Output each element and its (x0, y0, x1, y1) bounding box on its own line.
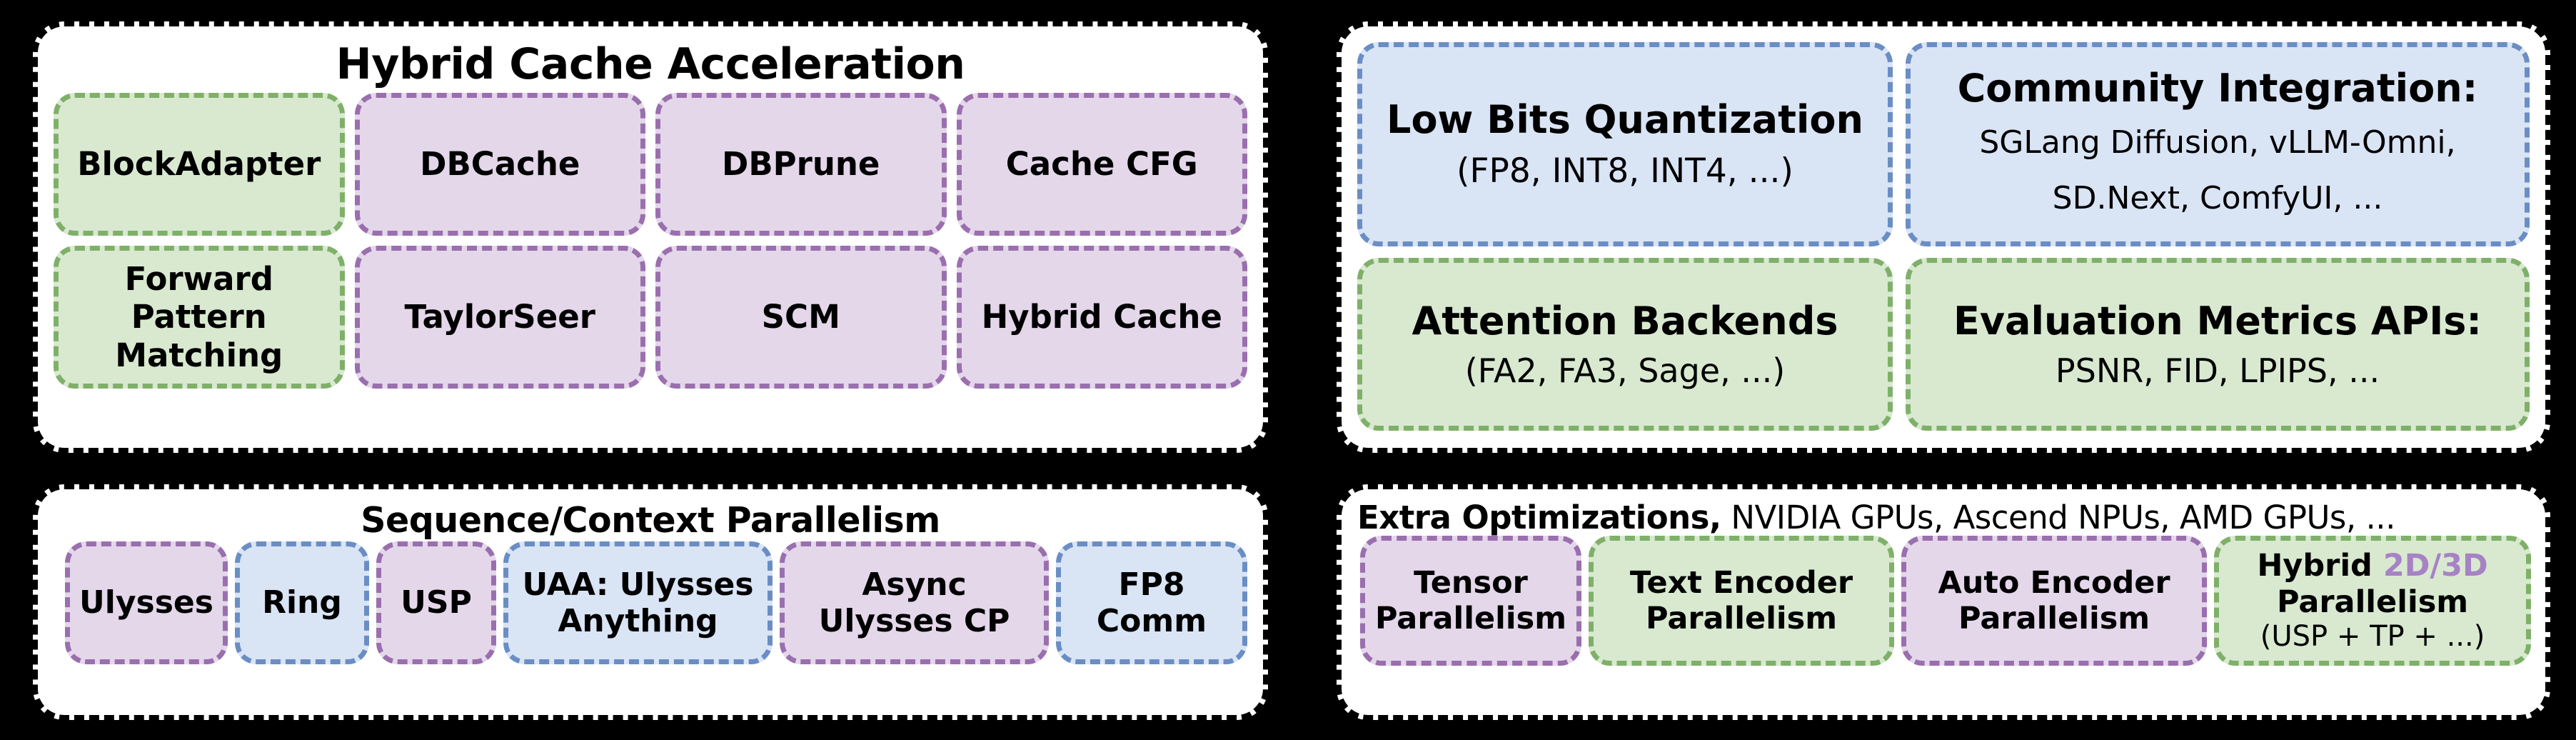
panel-ecosystem: Low Bits Quantization (FP8, INT8, INT4, … (1337, 21, 2550, 453)
chip-scm[interactable]: SCM (655, 246, 947, 389)
chip-subtitle: (FP8, INT8, INT4, ...) (1456, 151, 1793, 191)
cache-row-2: Forward Pattern Matching TaylorSeer SCM … (38, 246, 1263, 389)
chip-dbprune[interactable]: DBPrune (655, 93, 947, 236)
chip-tensor-parallelism[interactable]: Tensor Parallelism (1360, 536, 1581, 666)
chip-auto-encoder-parallelism[interactable]: Auto Encoder Parallelism (1901, 536, 2208, 666)
panel-sequence-context-parallelism: Sequence/Context Parallelism Ulysses Rin… (33, 484, 1268, 720)
chip-subtitle: (FA2, FA3, Sage, ...) (1464, 351, 1786, 390)
chip-label: Ring (262, 584, 342, 621)
panel-title-bold: Extra Optimizations, (1357, 499, 1721, 536)
chip-label: Hybrid Cache (981, 298, 1222, 336)
chip-label-line1: Auto Encoder (1938, 564, 2170, 601)
chip-async-ulysses-cp[interactable]: Async Ulysses CP (780, 541, 1049, 665)
chip-hybrid-2d-3d-parallelism[interactable]: Hybrid 2D/3D Parallelism (USP + TP + ...… (2214, 536, 2532, 666)
chip-label-line1: Forward Pattern (124, 260, 273, 336)
chip-label-line3: (USP + TP + ...) (2260, 620, 2485, 654)
ecosystem-row-2: Attention Backends (FA2, FA3, Sage, ...)… (1357, 257, 2530, 431)
chip-low-bits-quantization[interactable]: Low Bits Quantization (FP8, INT8, INT4, … (1357, 42, 1893, 246)
chip-label-line1: Text Encoder (1629, 564, 1853, 601)
chip-label: DBPrune (722, 145, 880, 184)
ecosystem-row-1: Low Bits Quantization (FP8, INT8, INT4, … (1357, 42, 2530, 246)
chip-label-line2: Parallelism (1958, 601, 2150, 637)
panel-title-light: NVIDIA GPUs, Ascend NPUs, AMD GPUs, ... (1721, 499, 2395, 536)
chip-label-hybrid: Hybrid (2257, 547, 2383, 584)
chip-taylorseer[interactable]: TaylorSeer (354, 246, 645, 389)
chip-ring[interactable]: Ring (235, 541, 369, 665)
chip-subtitle: PSNR, FID, LPIPS, ... (2055, 351, 2380, 390)
chip-label: DBCache (420, 145, 580, 184)
chip-label-line2: Matching (115, 336, 283, 374)
chip-title: Evaluation Metrics APIs: (1953, 298, 2482, 344)
seqpar-row: Ulysses Ring USP UAA: Ulysses Anything A… (38, 541, 1263, 665)
chip-title: Community Integration: (1957, 65, 2478, 111)
chip-community-integration[interactable]: Community Integration: SGLang Diffusion,… (1906, 42, 2530, 246)
chip-label: Cache CFG (1005, 145, 1198, 184)
chip-label: FP8 Comm (1096, 566, 1207, 640)
chip-ulysses[interactable]: Ulysses (65, 541, 228, 665)
chip-uaa-ulysses-anything[interactable]: UAA: Ulysses Anything (503, 541, 773, 665)
chip-block-adapter[interactable]: BlockAdapter (54, 93, 345, 236)
panel-extra-optimizations: Extra Optimizations, NVIDIA GPUs, Ascend… (1337, 484, 2550, 720)
panel-title-sequence-context-parallelism: Sequence/Context Parallelism (361, 500, 940, 541)
extra-row: Tensor Parallelism Text Encoder Parallel… (1342, 536, 2545, 666)
chip-subtitle-line1: SGLang Diffusion, vLLM-Omni, (1979, 124, 2456, 161)
chip-title: Attention Backends (1412, 298, 1838, 344)
chip-label-line2: Parallelism (2276, 584, 2469, 620)
chip-fp8-comm[interactable]: FP8 Comm (1056, 541, 1247, 665)
chip-label-line1: Hybrid 2D/3D (2257, 548, 2487, 584)
chip-label-line1: UAA: Ulysses (522, 566, 754, 603)
chip-usp[interactable]: USP (376, 541, 496, 665)
chip-label-line1: Async (862, 566, 967, 603)
chip-label-line2: Parallelism (1645, 601, 1838, 637)
panel-title-extra-optimizations: Extra Optimizations, NVIDIA GPUs, Ascend… (1342, 501, 2545, 534)
chip-attention-backends[interactable]: Attention Backends (FA2, FA3, Sage, ...) (1357, 257, 1893, 431)
chip-subtitle-line2: SD.Next, ComfyUI, ... (2052, 179, 2383, 216)
chip-cache-cfg[interactable]: Cache CFG (956, 93, 1247, 236)
chip-label-line1: Tensor (1414, 564, 1528, 601)
chip-label: SCM (761, 298, 840, 336)
chip-title: Low Bits Quantization (1387, 97, 1863, 143)
chip-label: Ulysses (79, 584, 213, 621)
chip-hybrid-cache[interactable]: Hybrid Cache (956, 246, 1247, 389)
chip-label-line2: Ulysses CP (818, 603, 1010, 640)
chip-text-encoder-parallelism[interactable]: Text Encoder Parallelism (1589, 536, 1895, 666)
chip-dbcache[interactable]: DBCache (354, 93, 645, 236)
chip-label: BlockAdapter (77, 145, 321, 184)
cache-row-1: BlockAdapter DBCache DBPrune Cache CFG (38, 93, 1263, 236)
chip-label-line2: Parallelism (1374, 601, 1567, 637)
panel-hybrid-cache-acceleration: Hybrid Cache Acceleration BlockAdapter D… (33, 21, 1268, 453)
panel-title-hybrid-cache-acceleration: Hybrid Cache Acceleration (336, 39, 965, 89)
chip-label: USP (401, 584, 472, 621)
chip-forward-pattern-matching[interactable]: Forward Pattern Matching (54, 246, 345, 389)
chip-label-line2: Anything (558, 603, 718, 640)
chip-label-2d3d: 2D/3D (2383, 547, 2488, 584)
ecosystem-grid: Low Bits Quantization (FP8, INT8, INT4, … (1342, 26, 2545, 448)
chip-label: TaylorSeer (404, 298, 595, 336)
chip-evaluation-metrics-apis[interactable]: Evaluation Metrics APIs: PSNR, FID, LPIP… (1906, 257, 2530, 431)
